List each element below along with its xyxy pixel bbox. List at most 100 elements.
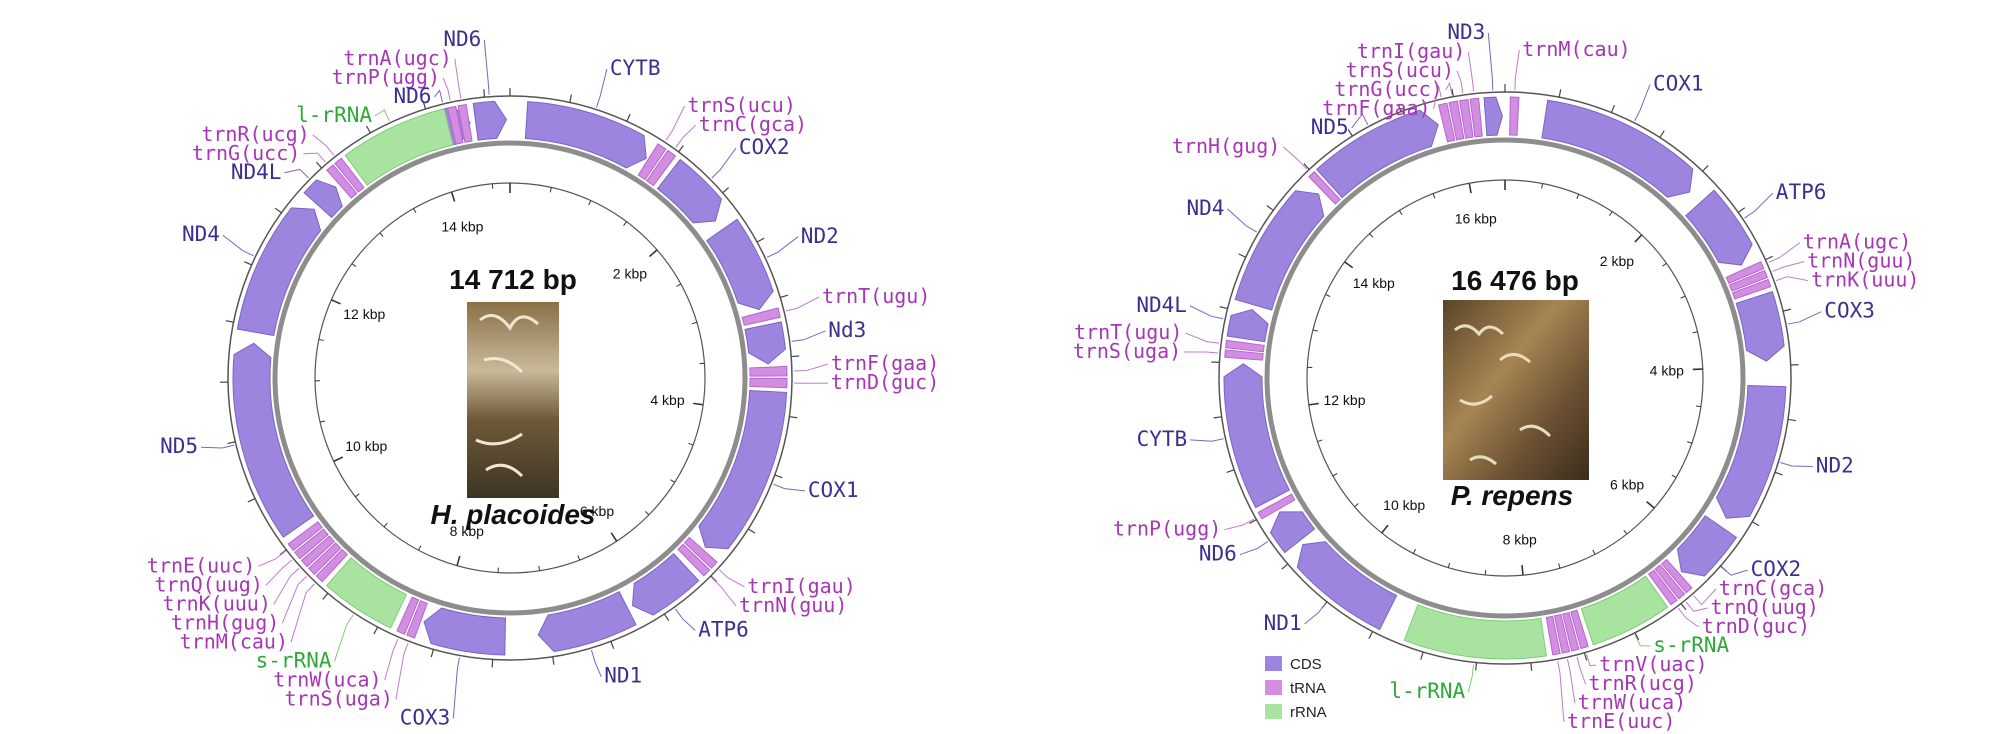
cds-block-cox2 xyxy=(1676,515,1738,577)
cds-block-cytb xyxy=(524,101,647,169)
outer-tick xyxy=(1787,418,1796,422)
outer-tick xyxy=(1226,469,1235,473)
scale-tick xyxy=(623,221,627,226)
feature-label-s-rrna: s-rRNA xyxy=(1653,633,1729,657)
cds-block-cox1 xyxy=(698,389,788,550)
outer-tick xyxy=(1774,471,1783,476)
feature-label-trnv-uac: trnV(uac) xyxy=(1599,652,1707,676)
outer-tick xyxy=(663,613,670,622)
outer-tick xyxy=(722,187,730,194)
trna-block-trnr-ucg xyxy=(1562,611,1580,652)
outer-tick xyxy=(1782,308,1791,312)
outer-tick xyxy=(1680,603,1687,611)
leader-nd3 xyxy=(791,330,826,342)
scale-tick xyxy=(670,479,676,483)
kbp-tick-label: 10 kbp xyxy=(345,438,387,454)
leader-trnr-ucg xyxy=(312,134,335,156)
leader-trnp-ugg xyxy=(442,77,451,101)
rrna-block-s-rrna xyxy=(325,557,408,629)
feature-label-nd3: ND3 xyxy=(1447,20,1485,44)
feature-label-nd6: ND6 xyxy=(443,27,481,51)
rrna-block-s-rrna xyxy=(1580,575,1669,646)
outer-tick xyxy=(1451,88,1454,97)
scale-tick xyxy=(1558,563,1561,569)
trna-block-trni-gau xyxy=(1469,97,1483,138)
leader-nd6 xyxy=(483,39,490,95)
trna-block-trnd-guc xyxy=(1647,569,1678,606)
feature-label-trnh-gug: trnH(gug) xyxy=(1172,134,1280,158)
outer-tick xyxy=(373,626,379,635)
cds-block-nd4l xyxy=(1226,309,1269,343)
outer-tick xyxy=(552,656,555,665)
feature-label-nd4: ND4 xyxy=(182,222,220,246)
trna-block-trns-uga xyxy=(406,600,428,639)
outer-tick xyxy=(747,528,756,534)
kbp-tick-label: 14 kbp xyxy=(1353,275,1395,291)
species-name-label: P. repens xyxy=(1451,480,1573,511)
feature-blocks xyxy=(1223,96,1787,660)
outer-tick xyxy=(244,261,252,266)
leader-atp6 xyxy=(1744,192,1774,219)
feature-label-trnn-guu: trnN(guu) xyxy=(1807,249,1915,273)
outer-tick xyxy=(1281,563,1289,570)
feature-label-atp6: ATP6 xyxy=(1776,180,1827,204)
feature-label-cox1: COX1 xyxy=(1653,72,1704,96)
outer-tick xyxy=(1368,631,1374,639)
scale-tick xyxy=(351,263,357,268)
leader-trng-ucc xyxy=(303,152,326,163)
scale-tick xyxy=(1592,549,1596,555)
outer-tick xyxy=(1583,652,1588,661)
trna-block-trnw-uca xyxy=(396,596,420,635)
scale-tick xyxy=(1354,503,1359,508)
feature-label-trnd-guc: trnD(guc) xyxy=(831,370,939,394)
leader-trns-ucu xyxy=(665,105,685,141)
feature-label-nd5: ND5 xyxy=(1311,115,1349,139)
rrna-block-l-rrna xyxy=(344,108,454,186)
label-leader-lines xyxy=(201,39,829,719)
scale-tick xyxy=(1576,194,1580,200)
inner-tick-marks xyxy=(1307,180,1703,576)
scale-tick xyxy=(1308,402,1319,406)
leader-trnd-guc xyxy=(1677,607,1700,628)
scale-tick xyxy=(648,249,658,258)
leader-trns-uga xyxy=(1184,351,1219,354)
backbone-ring xyxy=(1264,137,1746,619)
trna-block-trnf-gaa xyxy=(749,365,788,377)
outer-tick xyxy=(1347,129,1353,137)
leader-trnm-cau xyxy=(290,583,315,643)
specimen-photo xyxy=(1443,300,1589,480)
legend-label-cds: CDS xyxy=(1290,656,1322,673)
scale-tick xyxy=(1623,529,1628,535)
scale-tick xyxy=(1381,524,1389,534)
feature-label-trns-uga: trnS(uga) xyxy=(285,686,393,710)
scale-tick xyxy=(1332,473,1338,477)
legend-label-rrna: rRNA xyxy=(1290,704,1327,721)
leader-trnt-ugu xyxy=(785,296,820,312)
trna-block-trne-uuc xyxy=(287,521,323,552)
outer-tick xyxy=(774,474,783,479)
cds-block-cox2 xyxy=(656,158,722,224)
outer-tick xyxy=(422,101,427,110)
outer-tick xyxy=(626,113,631,122)
kbp-tick-label: 6 kbp xyxy=(580,503,614,519)
outer-tick xyxy=(1303,163,1310,170)
scale-tick xyxy=(1447,562,1451,568)
outer-tick xyxy=(710,575,717,582)
kbp-tick-label: 4 kbp xyxy=(1650,363,1684,379)
outer-tick xyxy=(225,320,234,323)
feature-label-trnc-gca: trnC(gca) xyxy=(699,112,807,136)
feature-label-nd3: Nd3 xyxy=(828,318,866,342)
scale-tick xyxy=(1521,565,1524,576)
cds-block-cox3 xyxy=(423,607,506,656)
scale-tick xyxy=(450,191,456,202)
leader-s-rrna xyxy=(1634,634,1651,647)
scale-tick xyxy=(688,442,694,446)
cds-block-nd3 xyxy=(744,321,787,365)
scale-tick xyxy=(676,283,682,287)
cds-block-nd4 xyxy=(236,207,322,337)
feature-label-trnr-ucg: trnR(ucg) xyxy=(1589,671,1697,695)
cds-block-nd2 xyxy=(706,218,774,311)
leader-trng-ucc xyxy=(1445,81,1453,96)
feature-label-trnn-guu: trnN(guu) xyxy=(739,593,847,617)
feature-label-trnk-uuu: trnK(uuu) xyxy=(1811,268,1919,292)
